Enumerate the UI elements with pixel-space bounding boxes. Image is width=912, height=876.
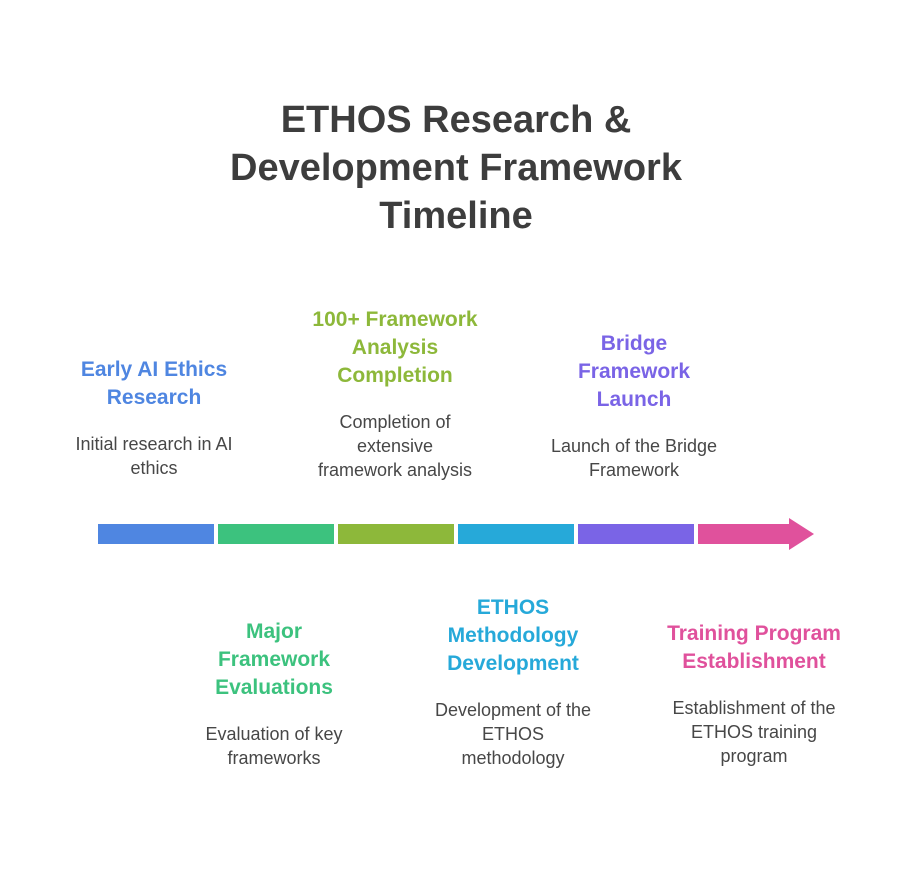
milestone-early-ai-ethics-research: Early AI Ethics Research Initial researc… <box>48 356 260 480</box>
milestone-ethos-methodology-development: ETHOS Methodology Development Developmen… <box>407 594 619 770</box>
milestone-description-line: frameworks <box>227 748 321 768</box>
milestone-heading-line: Framework <box>577 360 691 383</box>
milestone-heading-line: Development <box>447 652 579 675</box>
timeline-segment-early-ai-ethics-research <box>98 524 214 544</box>
milestone-heading-line: Framework <box>217 648 331 671</box>
milestone-description: Development of the ETHOS methodology <box>407 698 619 770</box>
timeline-segment-major-framework-evaluations <box>218 524 334 544</box>
milestone-description-line: Framework <box>588 460 679 480</box>
milestone-major-framework-evaluations: Major Framework Evaluations Evaluation o… <box>168 618 380 770</box>
milestone-description-line: program <box>720 746 788 766</box>
milestone-heading-line: ETHOS <box>476 596 550 619</box>
milestone-description-line: Initial research in AI <box>75 434 233 454</box>
timeline-segment-bridge-framework-launch <box>578 524 694 544</box>
milestone-heading: Early AI Ethics Research <box>48 356 260 412</box>
milestone-description-line: ethics <box>130 458 178 478</box>
milestone-heading-line: Evaluations <box>215 676 333 699</box>
milestone-heading: 100+ Framework Analysis Completion <box>289 306 501 390</box>
milestone-description: Initial research in AI ethics <box>48 432 260 480</box>
milestone-framework-analysis-completion: 100+ Framework Analysis Completion Compl… <box>289 306 501 482</box>
milestone-heading-line: Establishment <box>682 650 826 673</box>
milestone-heading-line: Completion <box>337 364 453 387</box>
milestone-description-line: framework analysis <box>317 460 473 480</box>
milestone-heading-line: Early AI Ethics <box>80 358 228 381</box>
milestone-heading: Training Program Establishment <box>644 620 864 676</box>
title-line-3: Timeline <box>379 195 533 237</box>
milestone-heading: Major Framework Evaluations <box>168 618 380 702</box>
milestone-description-line: extensive <box>356 436 434 456</box>
milestone-heading-line: Methodology <box>447 624 579 647</box>
milestone-heading: Bridge Framework Launch <box>528 330 740 414</box>
milestone-description: Establishment of the ETHOS training prog… <box>644 696 864 768</box>
milestone-description-line: methodology <box>461 748 565 768</box>
milestone-description-line: Establishment of the <box>672 698 836 718</box>
timeline-segment-ethos-methodology-development <box>458 524 574 544</box>
milestone-description: Launch of the Bridge Framework <box>528 434 740 482</box>
milestone-heading-line: Training Program <box>667 622 841 645</box>
title-line-2: Development Framework <box>230 147 682 189</box>
timeline-arrow-head-icon <box>789 518 814 550</box>
milestone-heading-line: Analysis <box>351 336 439 359</box>
milestone-description-line: Launch of the Bridge <box>550 436 718 456</box>
milestone-heading: ETHOS Methodology Development <box>407 594 619 678</box>
milestone-training-program-establishment: Training Program Establishment Establish… <box>644 620 864 768</box>
milestone-description-line: ETHOS training <box>690 722 818 742</box>
diagram-title: ETHOS Research & Development Framework T… <box>206 96 706 240</box>
milestone-heading-line: Research <box>106 386 202 409</box>
milestone-description-line: ETHOS <box>481 724 544 744</box>
milestone-description-line: Evaluation of key <box>205 724 343 744</box>
milestone-heading-line: Launch <box>596 388 672 411</box>
timeline-segment-framework-analysis-completion <box>338 524 454 544</box>
milestone-heading-line: Major <box>245 620 302 643</box>
title-line-1: ETHOS Research & <box>280 99 632 141</box>
milestone-description: Completion of extensive framework analys… <box>289 410 501 482</box>
milestone-heading-line: Bridge <box>600 332 668 355</box>
timeline-segment-training-program-establishment <box>698 524 790 544</box>
milestone-description: Evaluation of key frameworks <box>168 722 380 770</box>
milestone-description-line: Completion of <box>339 412 451 432</box>
milestone-heading-line: 100+ Framework <box>312 308 478 331</box>
milestone-description-line: Development of the <box>434 700 592 720</box>
milestone-bridge-framework-launch: Bridge Framework Launch Launch of the Br… <box>528 330 740 482</box>
